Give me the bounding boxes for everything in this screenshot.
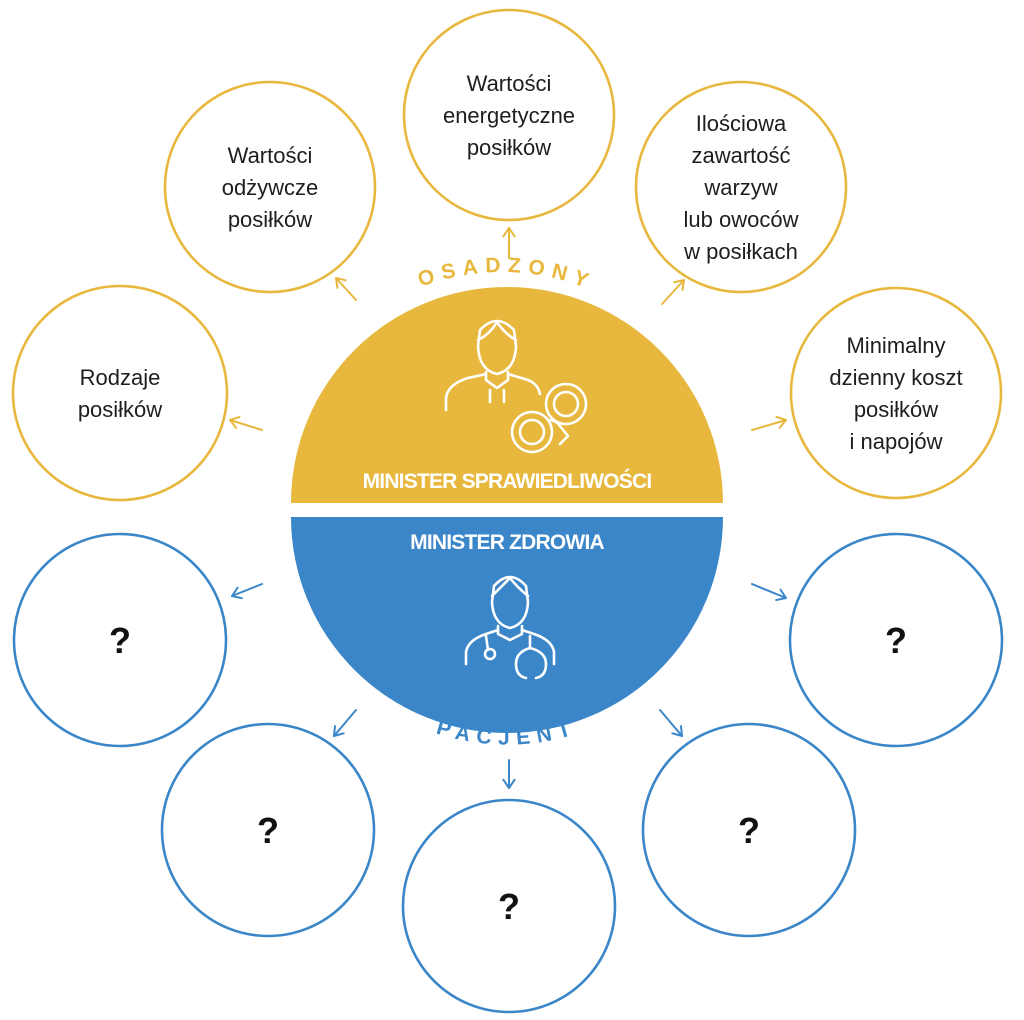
arrow-head: [673, 279, 685, 291]
blue-node-circle: [788, 532, 1004, 748]
arrow-shaft: [751, 583, 787, 599]
arrow-4: [661, 279, 685, 305]
yellow-node-label-line: lub owoców: [684, 207, 799, 232]
arrow-shaft: [333, 709, 357, 737]
yellow-node-3: Wartości energetyczne posiłków: [402, 8, 616, 222]
yellow-node-2: Wartości odżywcze posiłków: [163, 80, 377, 294]
blue-node-5: ?: [788, 532, 1004, 748]
yellow-node-label-line: Rodzaje: [80, 365, 161, 390]
blue-node-label: ?: [257, 810, 279, 851]
center-bottom-half: [291, 517, 723, 733]
arrow-head: [775, 588, 787, 602]
arrow-1: [229, 416, 263, 431]
yellow-node-label-line: posiłków: [228, 207, 312, 232]
arrow-head: [231, 586, 243, 600]
yellow-node-circle: [634, 80, 848, 294]
arrow-10: [751, 583, 787, 602]
yellow-node-label-line: posiłków: [854, 397, 938, 422]
arrow-head: [671, 725, 683, 737]
yellow-node-label-line: warzyw: [703, 175, 777, 200]
yellow-node-label-line: w posiłkach: [683, 239, 798, 264]
prisoner-with-handcuffs-icon: [444, 319, 588, 454]
blue-node-label: ?: [498, 886, 520, 927]
arrow-7: [333, 709, 357, 737]
blue-node-4: ?: [641, 722, 857, 938]
arrow-shaft: [659, 709, 683, 737]
arrow-shaft: [751, 419, 787, 431]
arrow-2: [335, 277, 357, 301]
center-top-label: MINISTER SPRAWIEDLIWOŚCI: [363, 469, 652, 493]
arrow-head: [335, 277, 347, 289]
blue-node-label: ?: [885, 620, 907, 661]
arrow-head: [502, 778, 516, 789]
yellow-node-circle: [163, 80, 377, 294]
yellow-node-label-line: posiłków: [78, 397, 162, 422]
yellow-node-4: Ilościowa zawartość warzyw lub owoców w posi…: [634, 80, 848, 294]
blue-node-label: ?: [109, 620, 131, 661]
yellow-node-label-line: zawartość: [691, 143, 790, 168]
yellow-node-label-line: energetyczne: [443, 103, 575, 128]
doctor-with-stethoscope-icon: [464, 575, 556, 680]
yellow-node-1: Rodzaje posiłków: [11, 284, 229, 502]
arrow-5: [751, 415, 787, 431]
yellow-node-circle: [11, 284, 229, 502]
arrow-shaft: [661, 279, 685, 305]
arrow-shaft: [335, 277, 357, 301]
arrow-8: [502, 759, 516, 789]
yellow-node-circle: [789, 286, 1003, 500]
arrow-3: [502, 227, 516, 259]
blue-node-circle: [12, 532, 228, 748]
yellow-node-label-line: dzienny koszt: [829, 365, 962, 390]
yellow-node-label-line: posiłków: [467, 135, 551, 160]
arrows: [229, 227, 787, 789]
yellow-node-label-line: odżywcze: [222, 175, 319, 200]
arrow-head: [333, 725, 345, 737]
arrow-head: [775, 415, 787, 429]
yellow-node-label-line: Minimalny: [846, 333, 945, 358]
blue-node-1: ?: [12, 532, 228, 748]
blue-nodes: ?????: [12, 532, 1004, 1014]
arrow-shaft: [231, 583, 263, 597]
center-top-half: [291, 287, 723, 503]
yellow-node-5: Minimalny dzienny koszt posiłków i napojów: [789, 286, 1003, 500]
arrow-head: [502, 227, 516, 238]
center-bottom-label: MINISTER ZDROWIA: [410, 531, 604, 554]
yellow-node-label-line: Wartości: [228, 143, 313, 168]
arrow-6: [231, 583, 263, 600]
yellow-node-label-line: Wartości: [467, 71, 552, 96]
yellow-node-circle: [402, 8, 616, 222]
blue-node-circle: [641, 722, 857, 938]
arrow-shaft: [229, 419, 263, 431]
blue-node-2: ?: [160, 722, 376, 938]
blue-node-3: ?: [401, 798, 617, 1014]
yellow-node-label-line: Ilościowa: [696, 111, 787, 136]
blue-node-circle: [401, 798, 617, 1014]
blue-node-circle: [160, 722, 376, 938]
yellow-nodes: RodzajeposiłkówWartościodżywczeposiłkówW…: [11, 8, 1003, 502]
arrow-head: [229, 416, 241, 429]
blue-node-label: ?: [738, 810, 760, 851]
yellow-node-label-line: i napojów: [850, 429, 943, 454]
arrow-9: [659, 709, 683, 737]
